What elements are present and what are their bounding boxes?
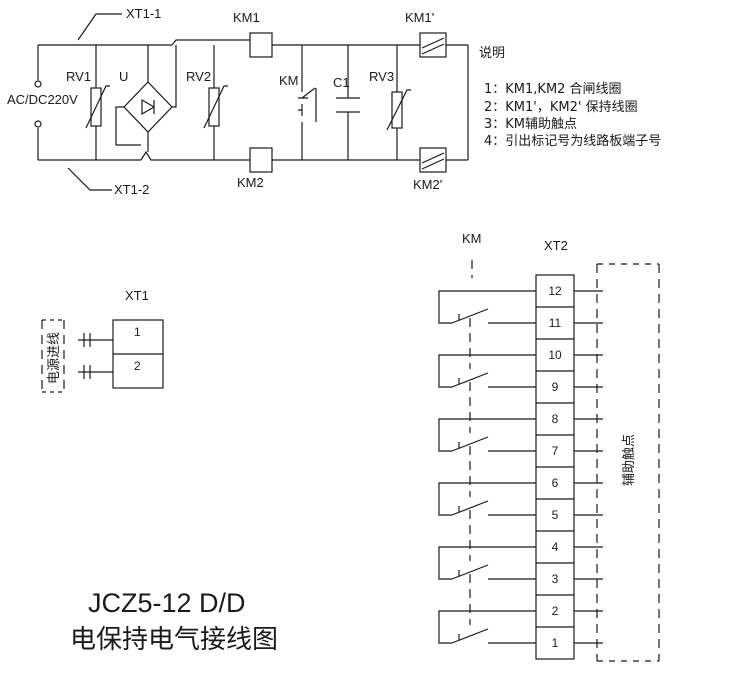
xt1-terminal-1: 1 bbox=[134, 325, 141, 339]
diagram-subtitle: 电保持电气接线图 bbox=[70, 625, 278, 655]
km-aux-contact bbox=[438, 354, 536, 388]
xt1-2-label: XT1-2 bbox=[114, 182, 149, 197]
supply-label: AC/DC220V bbox=[7, 92, 78, 107]
xt2-cells: 12 11 10 9 8 7 6 5 4 3 2 1 bbox=[536, 284, 603, 650]
xt2-label: XT2 bbox=[544, 238, 568, 253]
diode-icon bbox=[141, 98, 156, 116]
km2-label: KM2 bbox=[237, 175, 264, 190]
xt1-block: XT1 电源进线 1 2 bbox=[41, 288, 164, 393]
km-contact-label: KM bbox=[279, 73, 299, 88]
c1-capacitor bbox=[336, 45, 360, 160]
km1p-label: KM1' bbox=[405, 10, 434, 25]
note-item: 2：KM1'，KM2' 保持线圈 bbox=[484, 100, 638, 115]
aux-dashed-ends bbox=[597, 263, 659, 662]
xt2-block: KM XT2 12 11 10 9 8 7 6 5 4 3 2 1 辅助触点 bbox=[438, 231, 660, 662]
km-aux-contact bbox=[438, 482, 536, 516]
xt2-terminal-number: 2 bbox=[552, 604, 559, 618]
xt2-terminal-number: 10 bbox=[548, 348, 562, 362]
bottom-bus bbox=[38, 150, 468, 161]
supply-terminal-top bbox=[34, 80, 42, 88]
xt2-terminal-number: 7 bbox=[552, 444, 559, 458]
xt1-2-leader bbox=[67, 167, 112, 191]
km2-coil bbox=[249, 147, 273, 173]
xt2-contacts bbox=[438, 290, 536, 644]
xt1-wire-2 bbox=[78, 365, 113, 379]
xt2-terminal-number: 9 bbox=[552, 380, 559, 394]
xt1-label: XT1 bbox=[125, 288, 149, 303]
title-block: JCZ5-12 D/D 电保持电气接线图 bbox=[70, 588, 278, 655]
xt2-terminal-number: 12 bbox=[548, 284, 562, 298]
bridge-dc-leads bbox=[115, 45, 177, 146]
xt1-1-leader bbox=[77, 13, 122, 41]
xt2-terminal-number: 1 bbox=[552, 636, 559, 650]
km1-coil bbox=[249, 32, 273, 58]
xt1-dashed-frame bbox=[41, 320, 65, 392]
xt2-terminal-number: 6 bbox=[552, 476, 559, 490]
schematic: XT1-1 XT1-2 AC/DC220V RV1 U RV2 KM1 KM2 … bbox=[7, 6, 469, 197]
km-aux-contact bbox=[438, 610, 536, 644]
bridge-rectifier bbox=[123, 81, 173, 133]
aux-dashed-frame bbox=[596, 264, 660, 661]
xt2-terminal-number: 11 bbox=[549, 316, 562, 330]
km-aux-contact bbox=[438, 546, 536, 580]
notes: 说明 1：KM1,KM2 合闸线圈 2：KM1'，KM2' 保持线圈 3：KM辅… bbox=[479, 46, 661, 149]
xt2-terminal-number: 5 bbox=[552, 508, 559, 522]
km2p-label: KM2' bbox=[413, 177, 442, 192]
xt1-dashed-ends bbox=[42, 319, 64, 393]
km2p-winding bbox=[421, 152, 445, 170]
km-contact-actuator bbox=[298, 97, 308, 116]
rv2-label: RV2 bbox=[186, 69, 211, 84]
xt1-1-label: XT1-1 bbox=[126, 6, 161, 21]
xt2-km-label: KM bbox=[462, 231, 482, 246]
km1p-winding bbox=[421, 37, 445, 55]
model-title: JCZ5-12 D/D bbox=[88, 588, 246, 618]
note-item: 1：KM1,KM2 合闸线圈 bbox=[484, 82, 622, 97]
rv2-slash bbox=[203, 85, 228, 129]
rv1-label: RV1 bbox=[66, 69, 91, 84]
note-item: 4：引出标记号为线路板端子号 bbox=[484, 133, 661, 149]
rv3-label: RV3 bbox=[369, 69, 394, 84]
rv3-slash bbox=[386, 89, 411, 131]
supply-terminal-bottom bbox=[34, 120, 42, 128]
note-item: 3：KM辅助触点 bbox=[484, 117, 577, 132]
top-bus bbox=[38, 39, 468, 46]
xt1-terminal-2: 2 bbox=[134, 359, 141, 373]
xt1-side-label: 电源进线 bbox=[47, 332, 62, 384]
xt1-wire-1 bbox=[78, 333, 113, 347]
u-label: U bbox=[119, 69, 128, 84]
aux-side-label: 辅助触点 bbox=[622, 434, 637, 486]
xt2-terminal-number: 8 bbox=[552, 412, 559, 426]
km-contact bbox=[301, 45, 317, 160]
c1-label: C1 bbox=[333, 75, 350, 90]
rv1-slash bbox=[85, 85, 110, 129]
notes-heading: 说明 bbox=[479, 46, 505, 61]
km-aux-contact bbox=[438, 290, 536, 324]
xt2-terminal-number: 3 bbox=[552, 572, 559, 586]
km-aux-contact bbox=[438, 418, 536, 452]
xt2-terminal-number: 4 bbox=[552, 540, 559, 554]
km1-label: KM1 bbox=[233, 10, 260, 25]
